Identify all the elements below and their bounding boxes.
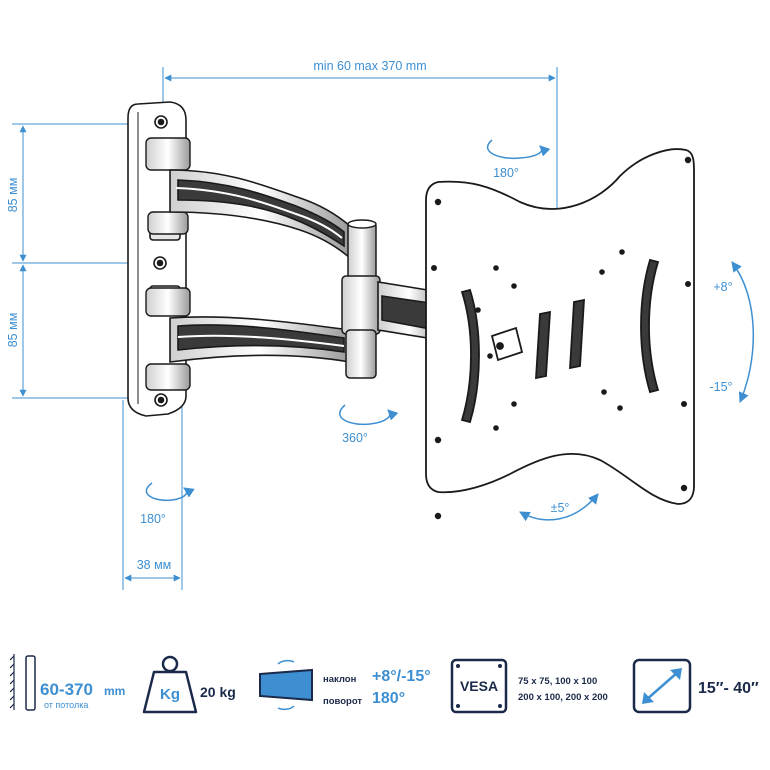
distance-caption: от потолка <box>44 700 89 710</box>
svg-text:Kg: Kg <box>160 686 180 703</box>
right-slot <box>640 258 660 394</box>
spec-bar: 60-370 mm от потолка Kg 20 kg наклон +8°… <box>0 640 770 770</box>
upper-arm <box>169 169 351 260</box>
tilt-down-label: -15° <box>709 380 732 394</box>
lower-arm <box>169 316 351 363</box>
tilt-arrow <box>731 261 755 403</box>
vesa-sizes-line1: 75 x 75, 100 x 100 <box>518 676 598 687</box>
extension-dimension: min 60 max 370 mm <box>313 59 426 73</box>
vesa-icon: VESA <box>450 658 508 714</box>
panel-swivel-label: 180° <box>493 166 519 180</box>
screen-size-value: 15″- 40″ <box>698 680 759 697</box>
level-adjust-label: ±5° <box>551 501 570 515</box>
wall-hinges <box>145 137 191 391</box>
swivel-value: 180° <box>372 690 406 707</box>
ceiling-distance-icon <box>9 654 36 711</box>
svg-text:VESA: VESA <box>460 678 498 694</box>
wall-swivel-arrow <box>145 482 195 502</box>
short-arm <box>377 281 441 341</box>
tilt-label: наклон <box>323 674 357 685</box>
rotation-arrows <box>145 139 755 522</box>
wall-plate-depth-dimension: 38 мм <box>137 558 172 572</box>
center-slot-2 <box>569 298 585 370</box>
arm-swivel-arrow <box>339 404 399 426</box>
tilt-swivel-icon <box>259 659 313 711</box>
mount-diagram: min 60 max 370 mm 85 мм 85 мм 38 мм 180°… <box>6 59 755 590</box>
weight-icon: Kg <box>142 655 198 714</box>
tilt-value: +8°/-15° <box>372 668 431 685</box>
weight-value: 20 kg <box>200 684 236 700</box>
dimension-lines <box>12 67 558 590</box>
center-slot-1 <box>535 310 551 380</box>
distance-value: 60-370 <box>40 680 93 699</box>
vesa-holes <box>431 156 692 520</box>
level-arrow <box>519 493 599 522</box>
lock-bracket <box>490 326 524 362</box>
upper-spacing-dimension: 85 мм <box>6 178 20 213</box>
lower-spacing-dimension: 85 мм <box>6 313 20 348</box>
middle-joint <box>341 219 381 379</box>
screen-size-icon <box>632 658 692 714</box>
vesa-sizes-line2: 200 x 100, 200 x 200 <box>518 692 608 703</box>
wall-swivel-label: 180° <box>140 512 166 526</box>
swivel-label: поворот <box>323 696 363 707</box>
panel-swivel-arrow <box>486 139 551 160</box>
distance-unit: mm <box>104 684 126 698</box>
left-slot <box>460 288 480 424</box>
tv-plate <box>425 148 695 520</box>
tilt-up-label: +8° <box>713 280 732 294</box>
arm-swivel-label: 360° <box>342 431 368 445</box>
